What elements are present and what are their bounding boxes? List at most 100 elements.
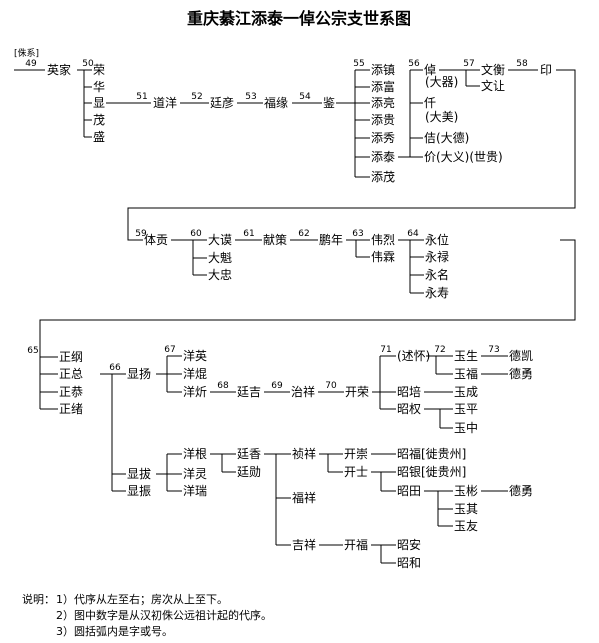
person-name: 洋焜 xyxy=(183,366,207,381)
person-name: 添秀 xyxy=(371,131,395,145)
person-name: 昭银[徙贵州] xyxy=(397,465,466,479)
gen-number: 51 xyxy=(136,92,147,102)
connector-lines xyxy=(14,69,576,564)
person-name: 献策 xyxy=(263,232,287,247)
gen-number: 62 xyxy=(298,229,309,239)
person-name: 英家 xyxy=(47,62,71,77)
gen-number: 54 xyxy=(299,92,311,102)
person-name: 玉中 xyxy=(454,420,478,435)
person-name: 鹏年 xyxy=(319,233,343,247)
person-name: 显拔 xyxy=(127,466,151,481)
gen-number: 67 xyxy=(164,345,175,355)
person-name: 玉福 xyxy=(454,366,478,381)
person-name: 福祥 xyxy=(292,490,316,505)
person-name: 文让 xyxy=(481,78,505,93)
gen-number: 68 xyxy=(217,381,229,391)
person-name: 大魁 xyxy=(208,250,232,265)
person-name: 洋灵 xyxy=(183,466,207,481)
person-name: 祯祥 xyxy=(292,447,316,461)
gen-number: 64 xyxy=(407,229,419,239)
gen-number: 61 xyxy=(243,229,254,239)
notes-label: 说明： xyxy=(22,592,55,606)
person-name: 大谟 xyxy=(208,233,232,247)
person-name: 廷香 xyxy=(237,447,261,461)
person-name: 开士 xyxy=(344,465,368,479)
person-name: 玉平 xyxy=(454,402,478,416)
person-name: 德勇 xyxy=(509,483,533,498)
person-name: 永位 xyxy=(425,232,449,247)
gen-number: 57 xyxy=(463,59,474,69)
gen-number: 59 xyxy=(135,229,147,239)
gen-number: 65 xyxy=(27,346,38,356)
person-name: 洋炘 xyxy=(183,384,207,399)
person-name: 添贵 xyxy=(371,113,395,127)
note-line: 2）图中数字是从汉初侏公远祖计起的代序。 xyxy=(56,608,272,622)
person-name: 吉祥 xyxy=(292,538,316,552)
person-name: 伟霖 xyxy=(371,250,395,264)
person-name: 玉其 xyxy=(454,502,478,516)
gen-number: 53 xyxy=(245,92,256,102)
person-name: 昭培 xyxy=(397,384,421,399)
person-name: 昭福[徙贵州] xyxy=(397,446,466,461)
person-name: 倬 xyxy=(424,63,436,77)
note-line: 1）代序从左至右；房次从上至下。 xyxy=(56,592,228,606)
gen-number: 52 xyxy=(191,92,202,102)
person-name: 显振 xyxy=(127,484,151,498)
person-names: [侏系] 英家 荣 华 显 茂 盛 道洋 廷彦 福缘 鉴 添镇 添富 添亮 添贵… xyxy=(14,48,552,570)
person-name: 治祥 xyxy=(291,385,315,399)
person-name: 正恭 xyxy=(59,385,83,399)
gen-number: 66 xyxy=(109,363,121,373)
person-name: 洋英 xyxy=(183,348,207,363)
person-name: 昭和 xyxy=(397,556,421,570)
person-name: 添茂 xyxy=(371,170,395,184)
person-courtesy-name: (大美) xyxy=(425,110,458,124)
gen-number: 73 xyxy=(488,345,499,355)
person-name: 显 xyxy=(93,96,105,110)
person-courtesy-name: (大器) xyxy=(425,75,458,89)
person-name: 福缘 xyxy=(264,95,288,110)
person-name: 德勇 xyxy=(509,366,533,381)
person-name: 文衡 xyxy=(481,62,505,77)
gen-number: 69 xyxy=(271,381,283,391)
gen-number: 72 xyxy=(434,345,445,355)
person-name: 价(大义)(世贵) xyxy=(424,150,503,164)
person-name: 廷彦 xyxy=(210,95,234,110)
gen-number: 58 xyxy=(516,59,528,69)
person-name: 正纲 xyxy=(59,350,83,364)
gen-number: 49 xyxy=(25,59,37,69)
person-name: 玉成 xyxy=(454,385,478,399)
person-name: 正总 xyxy=(59,367,83,381)
person-name: 体贡 xyxy=(144,233,168,247)
person-name: 永寿 xyxy=(425,286,449,300)
person-name: 大忠 xyxy=(208,268,232,282)
generation-numbers: 49 50 51 52 53 54 55 56 57 58 59 60 61 6… xyxy=(25,59,528,391)
person-name: 廷勋 xyxy=(237,465,261,479)
gen-number: 50 xyxy=(82,59,94,69)
person-name: 玉彬 xyxy=(454,484,478,498)
person-name: 显扬 xyxy=(127,366,151,381)
person-name: 开福 xyxy=(344,537,368,552)
gen-number: 55 xyxy=(353,59,364,69)
person-name: 添富 xyxy=(371,79,395,94)
person-name: 德凯 xyxy=(509,348,533,363)
person-name: 永名 xyxy=(425,267,449,282)
person-name: 开崇 xyxy=(344,447,368,461)
person-name: 开荣 xyxy=(345,385,369,399)
person-name: 添泰 xyxy=(371,150,395,164)
person-name: 仟 xyxy=(424,96,436,110)
notes: 说明： 1）代序从左至右；房次从上至下。 2）图中数字是从汉初侏公远祖计起的代序… xyxy=(22,592,272,638)
person-name: 洋瑞 xyxy=(183,483,207,498)
person-name: 玉友 xyxy=(454,519,478,533)
person-name: 昭安 xyxy=(397,537,421,552)
gen-number: 63 xyxy=(352,229,363,239)
gen-number: 60 xyxy=(190,229,202,239)
person-name: 道洋 xyxy=(153,95,177,110)
person-name: 华 xyxy=(93,80,105,94)
person-name: 永禄 xyxy=(425,249,449,264)
gen-number: 56 xyxy=(408,59,420,69)
person-name: 昭权 xyxy=(397,402,421,416)
person-courtesy-name: (述怀) xyxy=(397,349,430,363)
person-name: 添亮 xyxy=(371,95,395,110)
